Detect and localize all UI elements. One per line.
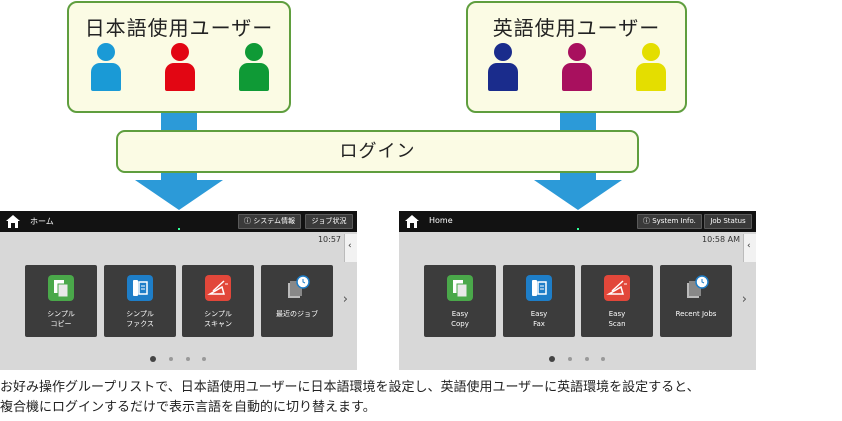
scan-icon [604, 275, 630, 301]
home-icon[interactable] [6, 215, 20, 228]
japanese-users-title: 日本語使用ユーザー [84, 16, 274, 40]
caption-line-2: 複合機にログインするだけで表示言語を自動的に切り替えます。 [0, 400, 376, 415]
connector-japanese-lower [161, 173, 197, 181]
copy-icon [48, 275, 74, 301]
user-icon [562, 43, 592, 91]
japanese-users-box: 日本語使用ユーザー [67, 1, 291, 113]
connector-english-upper [560, 113, 596, 131]
tile-easy-copy[interactable]: シンプル コピー [25, 265, 97, 337]
tile-label: シンプル スキャン [204, 310, 232, 328]
tile-label: Easy Scan [608, 310, 626, 328]
recent-jobs-icon [284, 275, 310, 301]
home-label: ホーム [30, 217, 54, 226]
tile-recent-jobs[interactable]: Recent Jobs [660, 265, 732, 337]
english-home-screen: Home ⓘ System Info. Job Status 10:58 AM … [399, 211, 756, 370]
clock: 10:58 AM [702, 235, 740, 244]
scan-icon [205, 275, 231, 301]
user-icon [636, 43, 666, 91]
tile-label: シンプル ファクス [126, 310, 154, 328]
job-status-button[interactable]: Job Status [704, 214, 752, 229]
tile-easy-scan[interactable]: Easy Scan [581, 265, 653, 337]
user-icon [91, 43, 121, 91]
side-panel-tab[interactable]: ‹ [344, 234, 357, 262]
tile-label: シンプル コピー [47, 310, 75, 328]
system-info-button[interactable]: ⓘ システム情報 [238, 214, 302, 229]
caption: お好み操作グループリストで、日本語使用ユーザーに日本語環境を設定し、英語使用ユー… [0, 378, 842, 418]
chevron-left-icon: ‹ [747, 241, 751, 251]
tile-label: Recent Jobs [675, 310, 717, 318]
english-users-title: 英語使用ユーザー [492, 16, 661, 40]
job-status-button[interactable]: ジョブ状況 [305, 214, 353, 229]
fax-icon [127, 275, 153, 301]
tile-easy-scan[interactable]: シンプル スキャン [182, 265, 254, 337]
tile-label: Easy Copy [451, 310, 469, 328]
system-info-button[interactable]: ⓘ System Info. [637, 214, 702, 229]
japanese-home-screen: ホーム ⓘ システム情報 ジョブ状況 10:57 ‹ シンプル コピー シンプル… [0, 211, 357, 370]
clock: 10:57 [317, 235, 341, 244]
tile-easy-fax[interactable]: Easy Fax [503, 265, 575, 337]
tile-recent-jobs[interactable]: 最近のジョブ [261, 265, 333, 337]
connector-japanese-upper [161, 113, 197, 131]
copy-icon [447, 275, 473, 301]
login-box: ログイン [116, 130, 639, 173]
home-label: Home [429, 216, 453, 225]
fax-icon [526, 275, 552, 301]
user-icon [239, 43, 269, 91]
chevron-right-icon[interactable]: › [342, 292, 348, 307]
recent-jobs-icon [683, 275, 709, 301]
top-bar: ホーム ⓘ システム情報 ジョブ状況 [0, 211, 357, 232]
tile-label: 最近のジョブ [276, 310, 318, 318]
tile-easy-copy[interactable]: Easy Copy [424, 265, 496, 337]
tile-label: Easy Fax [530, 310, 548, 328]
side-panel-tab[interactable]: ‹ [743, 234, 756, 262]
chevron-right-icon[interactable]: › [741, 292, 747, 307]
top-bar: Home ⓘ System Info. Job Status [399, 211, 756, 232]
tile-easy-fax[interactable]: シンプル ファクス [104, 265, 176, 337]
connector-english-lower [560, 173, 596, 181]
user-icon [488, 43, 518, 91]
chevron-left-icon: ‹ [348, 241, 352, 251]
down-arrow-icon [534, 180, 622, 210]
home-icon[interactable] [405, 215, 419, 228]
caption-line-1: お好み操作グループリストで、日本語使用ユーザーに日本語環境を設定し、英語使用ユー… [0, 380, 700, 395]
user-icon [165, 43, 195, 91]
english-users-box: 英語使用ユーザー [466, 1, 687, 113]
down-arrow-icon [135, 180, 223, 210]
